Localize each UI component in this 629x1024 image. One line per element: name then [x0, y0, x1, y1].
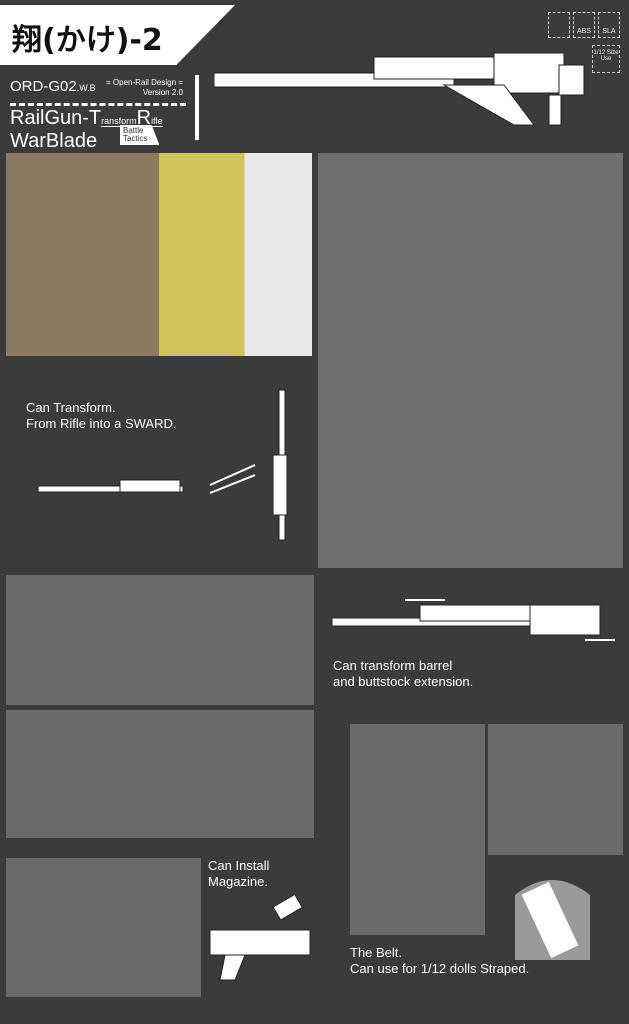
badge-label: 1/12 Size Use	[593, 50, 619, 62]
name-part: ifle	[151, 116, 163, 127]
extension-diagram	[331, 599, 615, 641]
product-title: 翔(かけ)-2	[12, 23, 163, 58]
caption-line: Can use for 1/12 dolls Straped.	[350, 961, 530, 976]
sla-badge-icon: SLA	[598, 12, 620, 38]
figure-with-rifle-photo	[318, 153, 623, 568]
tag-line: Battle	[123, 126, 144, 135]
rifle-diagram	[214, 52, 585, 126]
scale-badge-icon: 1/12 Size Use	[592, 45, 620, 73]
design-line: = Open-Rail Design =	[106, 78, 183, 87]
code-text: ORD-G02	[10, 78, 77, 95]
product-name: RailGun-TransformRifle WarBlade	[10, 108, 163, 151]
caption-line: and buttstock extension.	[333, 674, 474, 689]
name-line2: WarBlade	[10, 130, 98, 152]
transform-diagram	[37, 389, 288, 541]
belt-caption: The Belt.Can use for 1/12 dolls Straped.	[350, 945, 529, 977]
caption-line: Can transform barrel	[333, 658, 453, 673]
belt-photo-2	[488, 724, 623, 855]
aiming-photo-1	[6, 575, 314, 705]
name-part: RailGun-T	[10, 107, 102, 129]
name-part: R	[136, 107, 152, 129]
magazine-photo	[6, 858, 201, 997]
material-badge-icon	[548, 12, 570, 38]
tag-line: Tactics	[123, 134, 148, 143]
code-suffix: .W.B	[76, 83, 96, 93]
title-banner: 翔(かけ)-2	[0, 5, 235, 65]
name-part: ransform	[101, 116, 137, 127]
design-version: = Open-Rail Design =Version 2.0	[106, 78, 183, 98]
caption-line: Can Transform.	[26, 400, 116, 415]
product-code: ORD-G02.W.B	[10, 78, 96, 95]
belt-diagram	[515, 880, 590, 960]
caption-line: The Belt.	[350, 945, 403, 960]
sword-silhouette-icon	[195, 75, 199, 140]
belt-photo-1	[350, 724, 485, 935]
caption-line: Magazine.	[208, 874, 268, 889]
divider	[10, 103, 186, 106]
aiming-photo-2	[6, 710, 314, 838]
magazine-diagram	[209, 895, 311, 981]
abs-badge-icon: ABS	[573, 12, 595, 38]
caption-line: From Rifle into a SWARD.	[26, 416, 177, 431]
badge-label: SLA	[602, 28, 616, 35]
rifle-photo	[6, 153, 312, 356]
transform-caption: Can Transform.From Rifle into a SWARD.	[26, 400, 177, 432]
caption-line: Can Install	[208, 858, 270, 873]
badge-label: ABS	[576, 28, 591, 35]
version-line: Version 2.0	[142, 88, 183, 97]
